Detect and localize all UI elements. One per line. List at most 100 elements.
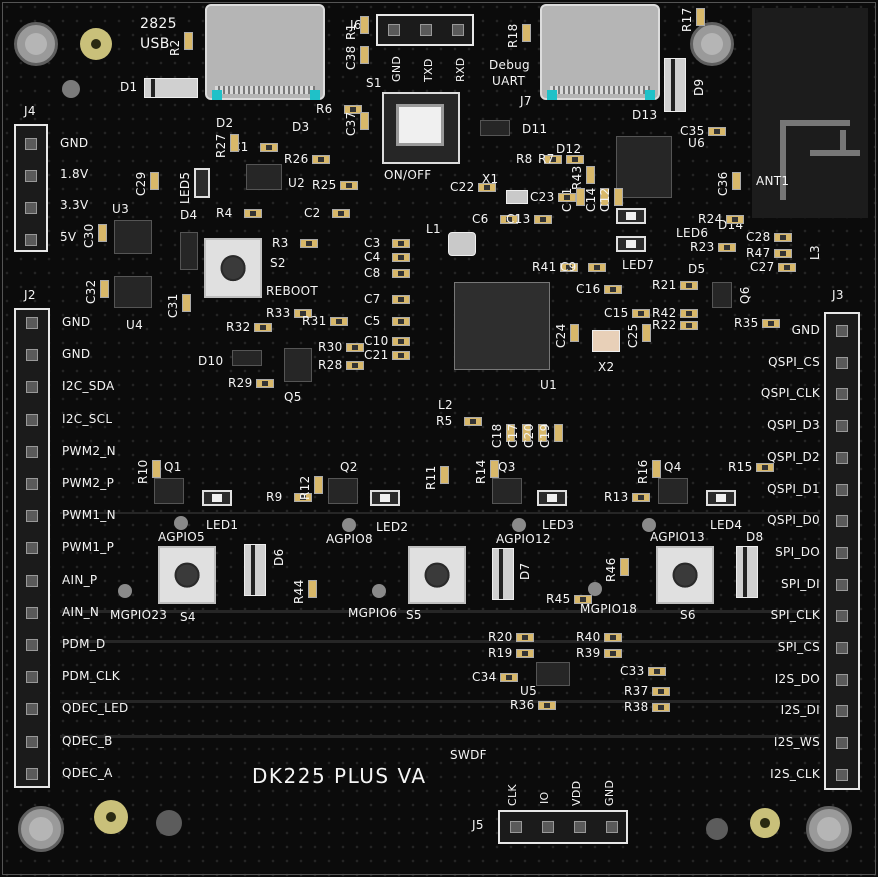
ref-C31: C31 (166, 293, 180, 318)
ref-C20: C20 (522, 423, 536, 448)
ref-C4: C4 (364, 250, 381, 264)
ref-U3: U3 (112, 202, 130, 216)
ref-C24: C24 (554, 323, 568, 348)
transistor-Q1 (154, 478, 184, 504)
passive-R15 (756, 463, 774, 472)
ref-C36: C36 (716, 171, 730, 196)
reboot-button[interactable] (204, 238, 262, 298)
usb-pad (310, 90, 320, 100)
j6-pin-label: RXD (454, 57, 467, 82)
ref-R41: R41 (532, 260, 557, 274)
ref-C30: C30 (82, 223, 96, 248)
passive-R45 (574, 595, 592, 604)
diode-D4 (180, 232, 198, 270)
ref-D3: D3 (292, 120, 310, 134)
passive-C9 (588, 263, 606, 272)
ref-R44: R44 (292, 579, 306, 604)
pin (542, 821, 554, 833)
passive-C16 (604, 285, 622, 294)
ref-R1: R1 (344, 23, 358, 40)
antenna-label: ANT1 (756, 174, 790, 188)
passive-R40 (604, 633, 622, 642)
pin (420, 24, 432, 36)
j3-pin-label: I2S_DO (774, 671, 820, 686)
usb-c-connector[interactable] (205, 4, 325, 100)
ref-C12: C12 (598, 187, 612, 212)
ic-U5 (536, 662, 570, 686)
ref-Q1: Q1 (164, 460, 182, 474)
pin (836, 451, 848, 464)
j2-pin-label: PWM2_N (62, 443, 116, 458)
ref-R40: R40 (576, 630, 601, 644)
pin (25, 202, 37, 214)
usb-pad (547, 90, 557, 100)
passive-R46 (620, 558, 629, 576)
test-point (342, 518, 356, 532)
ref-C15: C15 (604, 306, 629, 320)
ref-D10: D10 (198, 354, 224, 368)
gpio-label: AGPIO5 (158, 530, 205, 544)
j5-pin-label: GND (603, 779, 616, 806)
trace (60, 700, 820, 703)
pin (836, 578, 848, 591)
ref-R4: R4 (216, 206, 233, 220)
user-button-S6[interactable] (656, 546, 714, 604)
passive-C8 (392, 269, 410, 278)
ic-U2 (246, 164, 282, 190)
passive-C10 (392, 337, 410, 346)
ref-LED5: LED5 (178, 171, 192, 204)
passive-C34 (500, 673, 518, 682)
passive-C6 (500, 215, 518, 224)
ref-R2: R2 (168, 39, 182, 56)
ref-R15: R15 (728, 460, 753, 474)
passive-R6 (344, 105, 362, 114)
passive-R29 (256, 379, 274, 388)
ic-U4 (114, 276, 152, 308)
switch-actuator[interactable] (396, 104, 444, 146)
pin (836, 737, 848, 750)
pin (836, 673, 848, 686)
ref-S1: S1 (366, 76, 382, 90)
j3-pin-label: QSPI_CLK (760, 386, 820, 401)
debug-label: Debug (489, 58, 530, 72)
pin (836, 483, 848, 496)
j3-pin-label: SPI_CS (777, 640, 820, 654)
ref-C32: C32 (84, 279, 98, 304)
passive-C7 (392, 295, 410, 304)
passive-R13 (632, 493, 650, 502)
ref-R28: R28 (318, 358, 343, 372)
ref-R16: R16 (636, 459, 650, 484)
ref-J6: J6 (350, 18, 362, 32)
pin (26, 574, 38, 587)
passive-R35 (762, 319, 780, 328)
mounting-hole (806, 806, 852, 852)
ref-C27: C27 (750, 260, 775, 274)
ref-C7: C7 (364, 292, 381, 306)
pin (836, 610, 848, 623)
debug-usb-c-connector[interactable] (540, 4, 660, 100)
led-LED7 (616, 236, 646, 252)
user-button-S5[interactable] (408, 546, 466, 604)
passive-R44 (308, 580, 317, 598)
passive-R28 (346, 361, 364, 370)
inductor-L1 (448, 232, 476, 256)
ref-Q2: Q2 (340, 460, 358, 474)
ref-D9: D9 (692, 78, 706, 96)
transistor-Q3 (492, 478, 522, 504)
passive-R36 (538, 701, 556, 710)
passive-R47 (774, 249, 792, 258)
ref-R3: R3 (272, 236, 289, 250)
diode-D1 (144, 78, 198, 98)
trace (60, 640, 820, 643)
gpio-label: AGPIO8 (326, 532, 373, 546)
ref-R32: R32 (226, 320, 251, 334)
passive-R14 (490, 460, 499, 478)
ref-D4: D4 (180, 208, 198, 222)
j3-pin-label: QSPI_D0 (767, 513, 820, 528)
ref-C35: C35 (680, 124, 705, 138)
user-button-S4[interactable] (158, 546, 216, 604)
j4-pin-label: 5V (60, 230, 77, 244)
passive-R25 (340, 181, 358, 190)
ref-R36: R36 (510, 698, 535, 712)
j2-pin-label: I2C_SCL (62, 411, 113, 426)
